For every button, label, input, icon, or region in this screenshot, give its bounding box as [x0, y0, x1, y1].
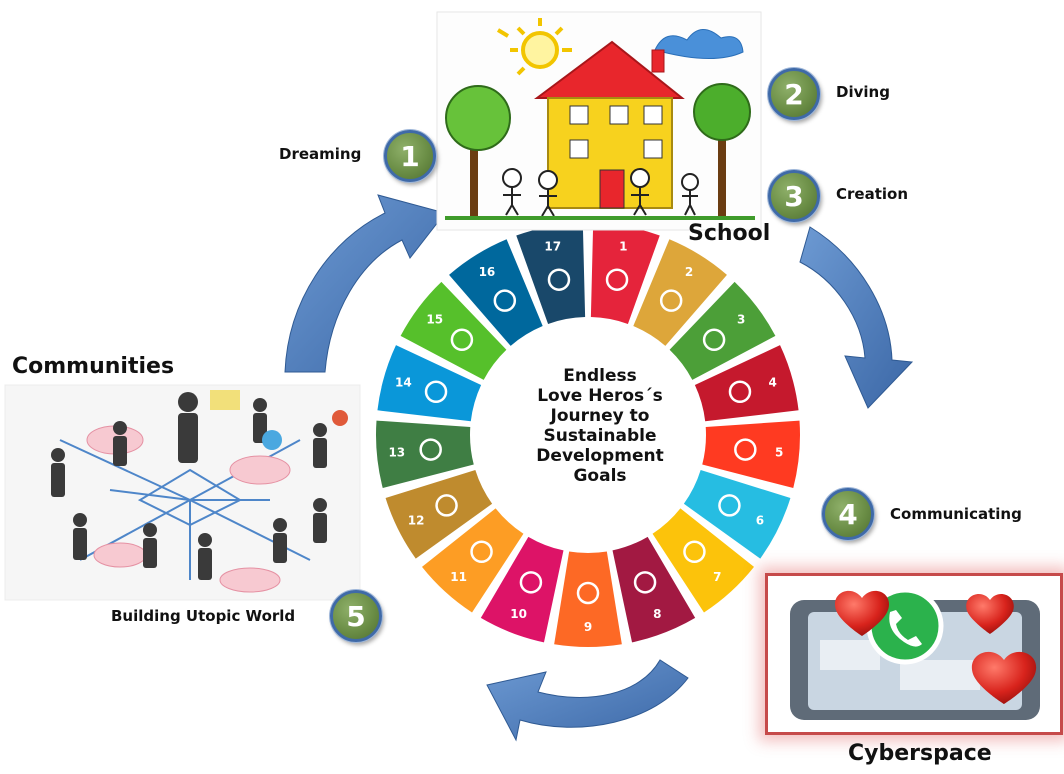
sdg-number-2: 2 — [685, 265, 693, 279]
sun-drawing — [496, 18, 572, 76]
cyberspace-frame — [765, 573, 1063, 735]
place-label-communities: Communities — [12, 354, 175, 379]
step-badge-4: 4 — [822, 488, 874, 540]
sdg-number-17: 17 — [544, 239, 561, 253]
place-label-cyberspace: Cyberspace — [848, 741, 992, 766]
center-title-line: Goals — [573, 466, 627, 486]
center-title-line: Journey to — [550, 406, 650, 426]
eye-globe-icon — [419, 438, 442, 461]
sdg-segment-6 — [683, 470, 791, 559]
sdg-number-6: 6 — [756, 514, 764, 528]
sdg-number-5: 5 — [775, 446, 783, 460]
center-title-line: Sustainable — [543, 426, 657, 446]
tree-icon — [450, 328, 474, 352]
sdg-number-15: 15 — [426, 312, 443, 326]
sdg-segment-9 — [554, 551, 622, 647]
center-title-line: Endless — [563, 366, 637, 386]
wheel-center — [480, 327, 696, 543]
cyberspace-illustration — [790, 587, 1040, 720]
growth-chart-icon — [633, 571, 657, 594]
house-drawing — [533, 40, 685, 209]
sdg-number-16: 16 — [479, 265, 496, 279]
sdg-number-1: 1 — [619, 239, 627, 253]
arrow-school-to-cyberspace — [799, 226, 914, 409]
city-icon — [470, 540, 493, 564]
cycle-arrows — [284, 194, 914, 742]
heart-icon — [834, 590, 1037, 704]
trees-drawing — [445, 83, 751, 218]
center-title: Endless Love Heros´s Journey to Sustaina… — [500, 366, 700, 486]
water-drop-icon — [718, 494, 741, 517]
step-label-communicating: Communicating — [890, 505, 1022, 523]
sdg-number-11: 11 — [450, 570, 467, 584]
cloud-drawing — [654, 29, 744, 59]
center-title-line: Love Heros´s — [537, 386, 663, 406]
sdg-number-13: 13 — [388, 446, 405, 460]
center-title-line: Development — [536, 446, 664, 466]
sdg-number-14: 14 — [395, 375, 412, 389]
sdg-segment-3 — [669, 281, 776, 380]
sdg-number-8: 8 — [653, 607, 661, 621]
sdg-segment-15 — [400, 281, 507, 380]
step-label-creation: Creation — [836, 185, 908, 203]
sdg-segment-12 — [385, 470, 493, 559]
sdg-segment-16 — [449, 239, 543, 346]
school-drawing — [436, 11, 762, 231]
step-badge-1: 1 — [384, 130, 436, 182]
step-label-building-utopic-world: Building Utopic World — [111, 607, 296, 625]
dove-icon — [493, 289, 517, 312]
sdg-number-9: 9 — [584, 620, 592, 634]
gender-icon — [734, 438, 757, 461]
sdg-segment-8 — [612, 536, 696, 643]
communities-network-illustration — [4, 384, 361, 601]
step-badge-2: 2 — [768, 68, 820, 120]
sdg-segment-5 — [702, 420, 800, 489]
step-badge-5: 5 — [330, 590, 382, 642]
people-icon — [605, 268, 629, 291]
step-label-dreaming: Dreaming — [279, 145, 362, 163]
sdg-segment-13 — [376, 420, 474, 489]
sdg-segment-2 — [633, 239, 727, 346]
sdg-number-7: 7 — [713, 570, 721, 584]
sdg-number-10: 10 — [510, 607, 527, 621]
sun-icon — [683, 540, 706, 564]
heartbeat-icon — [702, 328, 726, 352]
arrow-communities-to-school — [284, 194, 446, 373]
sdg-number-4: 4 — [768, 375, 776, 389]
step-label-diving: Diving — [836, 83, 890, 101]
cubes-icon — [576, 581, 600, 605]
sdg-number-3: 3 — [737, 312, 745, 326]
equal-icon — [519, 571, 543, 594]
fish-icon — [424, 380, 448, 404]
arrow-cyberspace-to-communities — [486, 659, 689, 742]
bowl-icon — [659, 289, 683, 312]
book-icon — [728, 380, 752, 404]
sdg-segment-7 — [652, 508, 755, 613]
sdg-segment-11 — [421, 508, 524, 613]
children-drawing — [502, 168, 699, 217]
sdg-segment-10 — [480, 536, 564, 643]
flower-icon — [547, 268, 571, 291]
step-badge-3: 3 — [768, 170, 820, 222]
place-label-school: School — [688, 221, 771, 246]
infinity-icon — [435, 494, 458, 517]
sdg-number-12: 12 — [408, 514, 425, 528]
